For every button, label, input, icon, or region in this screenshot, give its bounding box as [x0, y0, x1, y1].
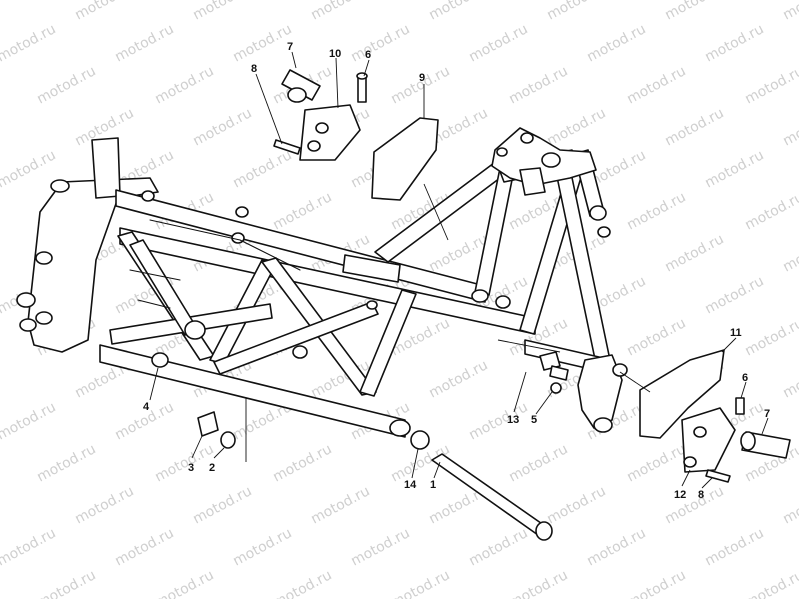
- washer-2: [220, 431, 236, 449]
- callout-12: 12: [674, 489, 686, 501]
- bracket-12-hole-1: [693, 426, 707, 438]
- front-boss-bottom: [19, 318, 37, 332]
- heel-guard-9: [371, 117, 439, 201]
- rear-pivot-boss: [593, 417, 613, 433]
- upper-bracket-pin: [496, 147, 508, 157]
- bolt-6-upper: [357, 77, 367, 103]
- callout-10: 10: [329, 48, 341, 60]
- bracket-12-hole-2: [683, 456, 697, 468]
- upper-bracket-boss: [541, 152, 561, 168]
- callout-4: 4: [143, 401, 150, 413]
- callout-7-upper: 7: [287, 41, 293, 53]
- clip-13: [549, 365, 569, 381]
- footpeg-7-lower-end: [740, 431, 756, 451]
- diagonal-tube-5: [359, 289, 417, 397]
- callout-8-upper: 8: [251, 63, 257, 75]
- bracket-10: [299, 104, 361, 161]
- pivot-shaft-1: [431, 453, 549, 536]
- callout-3: 3: [188, 462, 194, 474]
- joint-mid-2: [366, 300, 378, 310]
- spacer-3: [197, 411, 219, 437]
- screw-5: [550, 382, 562, 394]
- front-boss-middle: [35, 251, 53, 265]
- footpeg-7-upper-end: [287, 87, 307, 103]
- bracket-10-hole-2: [307, 140, 321, 152]
- watermark-text: motod.ru: [780, 0, 799, 24]
- frame-assembly: [16, 127, 628, 438]
- rear-side-boss: [612, 363, 628, 377]
- washer-14: [410, 430, 430, 450]
- callout-2: 2: [209, 462, 215, 474]
- lower-tube: [99, 344, 406, 438]
- bracket-13: [539, 351, 561, 371]
- bolt-8-upper: [273, 139, 301, 155]
- bolt-6-lower: [735, 397, 745, 415]
- callout-9: 9: [419, 72, 425, 84]
- engine-bracket: [342, 254, 401, 283]
- callout-1: 1: [430, 479, 436, 491]
- bolt-8-lower: [705, 469, 731, 483]
- callout-6-lower: 6: [742, 372, 748, 384]
- callout-8-lower: 8: [698, 489, 704, 501]
- footpeg-7-upper: [281, 69, 321, 101]
- front-boss-bolt: [35, 311, 53, 325]
- upper-bracket-web: [519, 167, 546, 196]
- front-boss-lower: [16, 292, 36, 308]
- bolt-6-upper-head: [356, 72, 368, 80]
- joint-front-top: [141, 190, 155, 202]
- rear-top-boss: [589, 205, 607, 221]
- joint-top-rear-2: [495, 295, 511, 309]
- hidden-lines: [129, 219, 301, 309]
- callout-14: 14: [404, 479, 417, 491]
- joint-mid: [292, 345, 308, 359]
- rear-top-boss-2: [597, 226, 611, 238]
- diagonal-tube-4: [213, 301, 379, 375]
- joint-top-clip: [235, 206, 249, 218]
- front-boss-upper: [50, 179, 70, 193]
- joint-4: [151, 352, 169, 368]
- callout-6-upper: 6: [365, 49, 371, 61]
- joint-engine-mount: [184, 320, 206, 340]
- leader-lines: [149, 51, 769, 489]
- rear-truss-down: [555, 167, 611, 365]
- callout-7-lower: 7: [764, 408, 770, 420]
- bracket-10-hole-1: [315, 122, 329, 134]
- exploded-parts: [197, 69, 791, 541]
- heel-guard-11: [639, 349, 725, 439]
- joint-lower-rear: [389, 419, 411, 437]
- joint-top-rear: [471, 289, 489, 303]
- callouts: 7 10 6 8 9 11 6 7 12 8 13 5 4 3 2 14 1: [143, 41, 770, 501]
- callout-5: 5: [531, 414, 537, 426]
- callout-13: 13: [507, 414, 519, 426]
- callout-11: 11: [730, 327, 742, 339]
- steering-tube: [91, 137, 121, 199]
- pivot-shaft-1-end: [535, 521, 553, 541]
- upper-bracket-hole: [520, 132, 534, 144]
